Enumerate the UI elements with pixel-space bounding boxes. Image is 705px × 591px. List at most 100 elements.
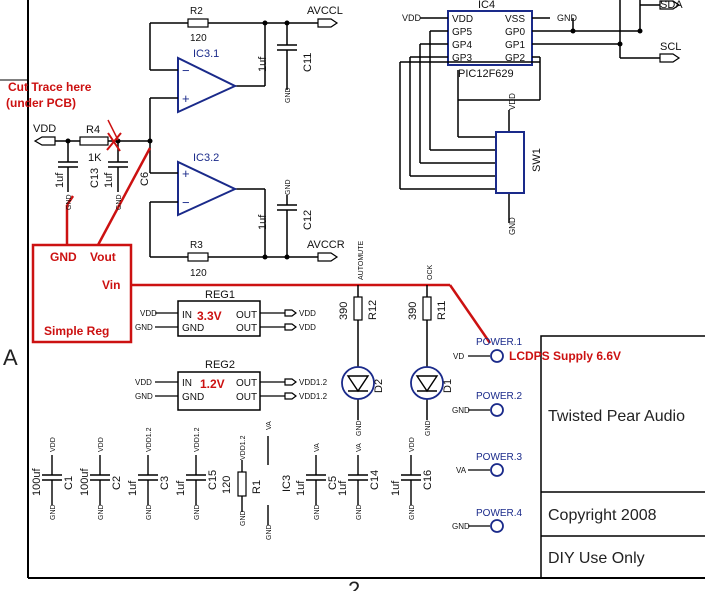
zone-digit: 2 [348, 577, 360, 591]
resistor-r11: 390 R11 OCK [407, 265, 448, 321]
svg-text:VSS: VSS [505, 14, 525, 25]
ic3-1-ref: IC3.1 [193, 48, 219, 60]
svg-text:VDD1.2: VDD1.2 [240, 435, 247, 460]
regulator-net-labels: VDD GND VDD VDD VDD GND VDD1.2 VDD1.2 [135, 309, 328, 401]
junctions-ic4 [570, 28, 643, 47]
svg-text:OUT: OUT [236, 323, 257, 334]
r3-ref: R3 [190, 240, 203, 251]
svg-text:−: − [182, 63, 190, 78]
svg-text:POWER.2: POWER.2 [476, 391, 523, 402]
vdd-input-port: VDD [33, 123, 56, 146]
svg-text:GND: GND [135, 392, 153, 401]
svg-text:IN: IN [182, 378, 192, 389]
zone-letter: A [3, 345, 18, 370]
cap-c1-value: 100uf [31, 468, 43, 496]
power-labels: POWER.1 POWER.2 POWER.3 POWER.4 [476, 337, 523, 519]
svg-text:VDD: VDD [140, 309, 157, 318]
opamp-gnd-labels: GND GND GND GND [66, 87, 292, 210]
power-net-labels: VD GND VA GND [452, 352, 470, 531]
opamp-wires [55, 22, 318, 258]
cap-c14-top-net: VA [356, 443, 363, 452]
svg-text:SW1: SW1 [531, 148, 543, 172]
ic3-2-ref: IC3.2 [193, 152, 219, 164]
svg-text:VDD1.2: VDD1.2 [299, 392, 328, 401]
cap-c2-top-net: VDD [98, 437, 105, 452]
r2-value: 120 [190, 33, 207, 44]
svg-text:GND: GND [356, 420, 363, 436]
power-connectors [468, 349, 504, 533]
svg-text:GP1: GP1 [505, 40, 525, 51]
cap-c3-ref: C3 [159, 476, 171, 490]
svg-text:AUTOMUTE: AUTOMUTE [358, 241, 365, 280]
cap-c16-gnd-net: GND [409, 504, 416, 520]
resistor-r12: 390 R12 AUTOMUTE [338, 241, 379, 321]
copyright-text: Copyright 2008 [548, 507, 657, 524]
svg-text:1uf: 1uf [257, 214, 269, 230]
svg-text:GND: GND [285, 179, 292, 195]
resistor-r2: R2 120 [187, 6, 209, 44]
svg-text:OUT: OUT [236, 392, 257, 403]
r4-ref: R4 [86, 124, 100, 136]
svg-text:GND: GND [266, 524, 273, 540]
cap-c16-top-net: VDD [409, 437, 416, 452]
usage-text: DIY Use Only [548, 550, 645, 567]
svg-text:GND: GND [452, 406, 470, 415]
svg-text:1.2V: 1.2V [200, 377, 225, 391]
simple-reg-annotation: Simple Reg [44, 324, 109, 338]
capacitor-c11: 1uf C11 [257, 44, 314, 72]
cap-c2-ref: C2 [111, 476, 123, 490]
regulator-reg2: REG2 IN GND OUT OUT 1.2V [177, 359, 261, 411]
cut-trace-note-2: (under PCB) [6, 96, 76, 110]
svg-text:VDD1.2: VDD1.2 [299, 378, 328, 387]
svg-text:C12: C12 [302, 210, 314, 230]
svg-text:REG2: REG2 [205, 359, 235, 371]
scl-port: SCL [659, 41, 681, 63]
svg-text:IC4: IC4 [478, 0, 495, 11]
svg-text:GND: GND [240, 510, 247, 526]
svg-text:GND: GND [452, 522, 470, 531]
cap-c2-gnd-net: GND [98, 504, 105, 520]
svg-text:+: + [182, 91, 190, 106]
svg-text:C13: C13 [89, 168, 101, 188]
svg-text:AVCCL: AVCCL [307, 5, 343, 17]
svg-text:120: 120 [221, 476, 233, 494]
cap-c3-top-net: VDD1.2 [146, 427, 153, 452]
svg-text:R1: R1 [251, 480, 263, 494]
svg-text:+: + [182, 166, 190, 181]
regulator-reg1: REG1 IN GND OUT OUT 3.3V [177, 289, 261, 337]
led-d1: D1 [410, 366, 454, 400]
svg-text:SDA: SDA [660, 0, 683, 11]
lcdps-annotation: LCDPS Supply 6.6V [509, 349, 621, 363]
cap-c14-ref: C14 [369, 470, 381, 490]
svg-text:GP2: GP2 [505, 53, 525, 64]
svg-text:IC3: IC3 [281, 475, 293, 492]
cap-c14-value: 1uf [337, 480, 349, 496]
vdd-label: VDD [33, 123, 56, 135]
svg-text:VDD: VDD [135, 378, 152, 387]
capacitor-c12: 1uf C12 [257, 204, 314, 230]
led-gnd-labels: GND GND [356, 420, 432, 436]
cap-c1-top-net: VDD [50, 437, 57, 452]
svg-text:IN: IN [182, 310, 192, 321]
capacitor-c6: 1uf C6 [103, 161, 151, 188]
gnd-annotation: GND [50, 250, 77, 264]
svg-text:GP3: GP3 [452, 53, 472, 64]
svg-text:SCL: SCL [660, 41, 681, 53]
avccl-port: AVCCL [307, 5, 343, 28]
r2-ref: R2 [190, 6, 203, 17]
svg-text:VDD: VDD [299, 309, 316, 318]
svg-text:D1: D1 [442, 379, 454, 393]
r3-value: 120 [190, 268, 207, 279]
svg-text:GND: GND [508, 217, 517, 235]
svg-text:GND: GND [66, 194, 73, 210]
cap-c15-top-net: VDD1.2 [194, 427, 201, 452]
ic3-power: IC3 VA GND [266, 421, 293, 540]
svg-text:GP4: GP4 [452, 40, 472, 51]
ic4-vdd-net: VDD [402, 13, 422, 23]
opamp-ic3-1: − + IC3.1 [170, 48, 238, 114]
resistor-r4: R4 1K [79, 124, 109, 164]
ic4-wires [399, 0, 660, 223]
svg-text:PIC12F629: PIC12F629 [458, 68, 514, 80]
